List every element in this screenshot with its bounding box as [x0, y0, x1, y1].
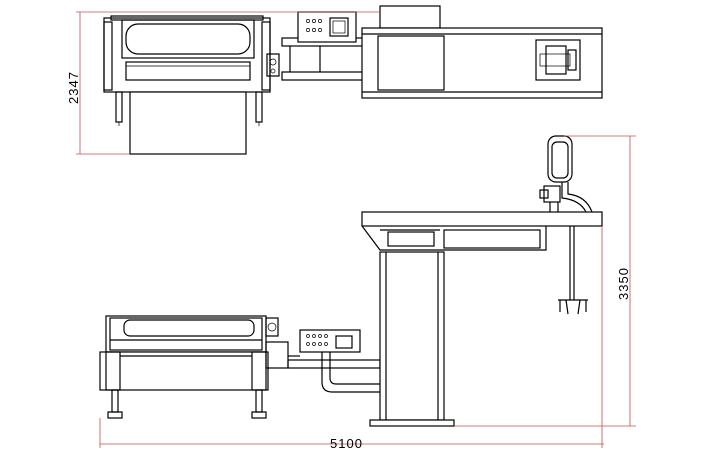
top-view-beam [281, 37, 365, 81]
top-view-control-box [297, 11, 357, 43]
dimension-3350: 3350 [454, 135, 636, 427]
dimension-2347: 2347 [66, 11, 380, 155]
side-view-robot [539, 135, 593, 213]
top-view-table [361, 5, 603, 99]
top-view: 2347 [66, 5, 603, 155]
dimension-5100: 5100 [99, 226, 604, 451]
side-view: 3350 5100 [99, 135, 636, 451]
dimension-label-3350: 3350 [616, 267, 631, 300]
dimension-label-2347: 2347 [66, 71, 81, 104]
top-view-conveyor [103, 15, 280, 155]
side-view-conveyor [99, 315, 300, 419]
side-view-column [369, 251, 455, 427]
side-view-table [361, 211, 603, 315]
side-view-control-box [287, 329, 381, 393]
dimension-label-5100: 5100 [330, 436, 363, 451]
